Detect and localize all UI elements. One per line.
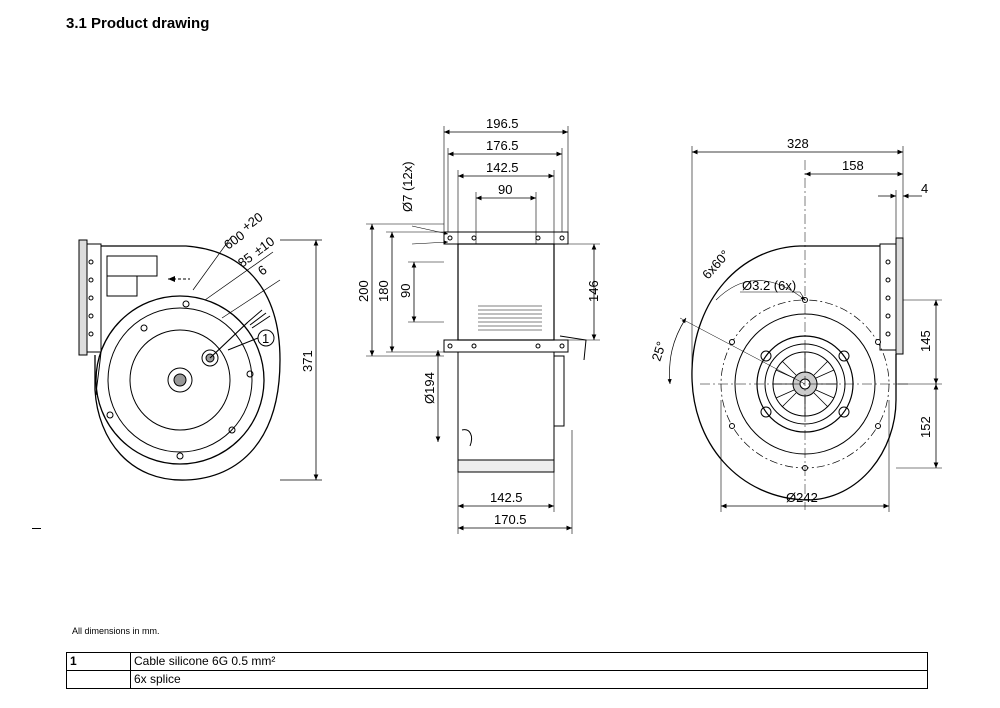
cable <box>209 321 249 359</box>
legend-number <box>66 670 131 689</box>
label-plate-small <box>106 275 138 297</box>
dim-6: 6 <box>255 262 270 278</box>
legend-text: 6x splice <box>130 670 928 689</box>
dim-90-top: 90 <box>498 182 512 197</box>
left-view <box>78 235 322 481</box>
dim-145: 145 <box>918 330 933 352</box>
dim-176-5: 176.5 <box>486 138 519 153</box>
dim-25-deg: 25° <box>649 340 669 363</box>
left-outer-ring <box>95 295 265 465</box>
section-title: 3.1 Product drawing <box>66 15 210 32</box>
callout-number: 1 <box>262 331 269 346</box>
dim-600-tol: +20 <box>239 209 266 234</box>
left-flange-plate <box>86 243 102 353</box>
right-housing-outline <box>691 245 897 501</box>
dim-170-5: 170.5 <box>494 512 527 527</box>
dim-152: 152 <box>918 416 933 438</box>
dim-196-5: 196.5 <box>486 116 519 131</box>
dim-328: 328 <box>787 136 809 151</box>
dim-hole-7: Ø7 (12x) <box>400 161 415 212</box>
dim-90-left: 90 <box>398 284 413 298</box>
dim-6x60: 6x60° <box>699 247 732 282</box>
legend-number: 1 <box>66 652 131 671</box>
bottom-foot <box>457 459 555 473</box>
margin-mark <box>32 528 41 529</box>
dim-142-5-top: 142.5 <box>486 160 519 175</box>
right-flange <box>895 237 904 355</box>
legend-row: 6x splice <box>66 670 928 689</box>
dim-142-5-bottom: 142.5 <box>490 490 523 505</box>
right-flange-plate <box>879 243 897 351</box>
dim-85-tol: ±10 <box>251 234 277 259</box>
cable-grommet <box>201 349 219 367</box>
dim-dia-242: Ø242 <box>786 490 818 505</box>
legend-text: Cable silicone 6G 0.5 mm² <box>130 652 928 671</box>
legend-row: 1 Cable silicone 6G 0.5 mm² <box>66 652 928 671</box>
bottom-flange <box>443 339 569 353</box>
middle-view <box>366 126 600 534</box>
dim-600: 600 <box>221 228 247 253</box>
dim-200: 200 <box>356 280 371 302</box>
motor-side <box>553 355 565 427</box>
units-note: All dimensions in mm. <box>72 626 160 636</box>
scroll-body <box>457 351 555 461</box>
legend-table: 1 Cable silicone 6G 0.5 mm² 6x splice <box>66 652 928 689</box>
dim-85: 85 <box>235 250 256 271</box>
label-plate <box>106 255 158 277</box>
dim-hole-3-2: Ø3.2 (6x) <box>742 278 796 293</box>
dim-dia-194: Ø194 <box>422 372 437 404</box>
dim-158: 158 <box>842 158 864 173</box>
left-hub <box>167 367 193 393</box>
left-housing-outline <box>94 245 281 481</box>
dim-371: 371 <box>300 350 315 372</box>
top-flange <box>443 231 569 245</box>
blower-body <box>457 243 555 341</box>
scroll-lip <box>461 429 473 447</box>
dim-180: 180 <box>376 280 391 302</box>
dim-4: 4 <box>921 181 928 196</box>
left-flange <box>78 239 88 356</box>
right-view <box>667 146 942 512</box>
dim-146: 146 <box>586 280 601 302</box>
